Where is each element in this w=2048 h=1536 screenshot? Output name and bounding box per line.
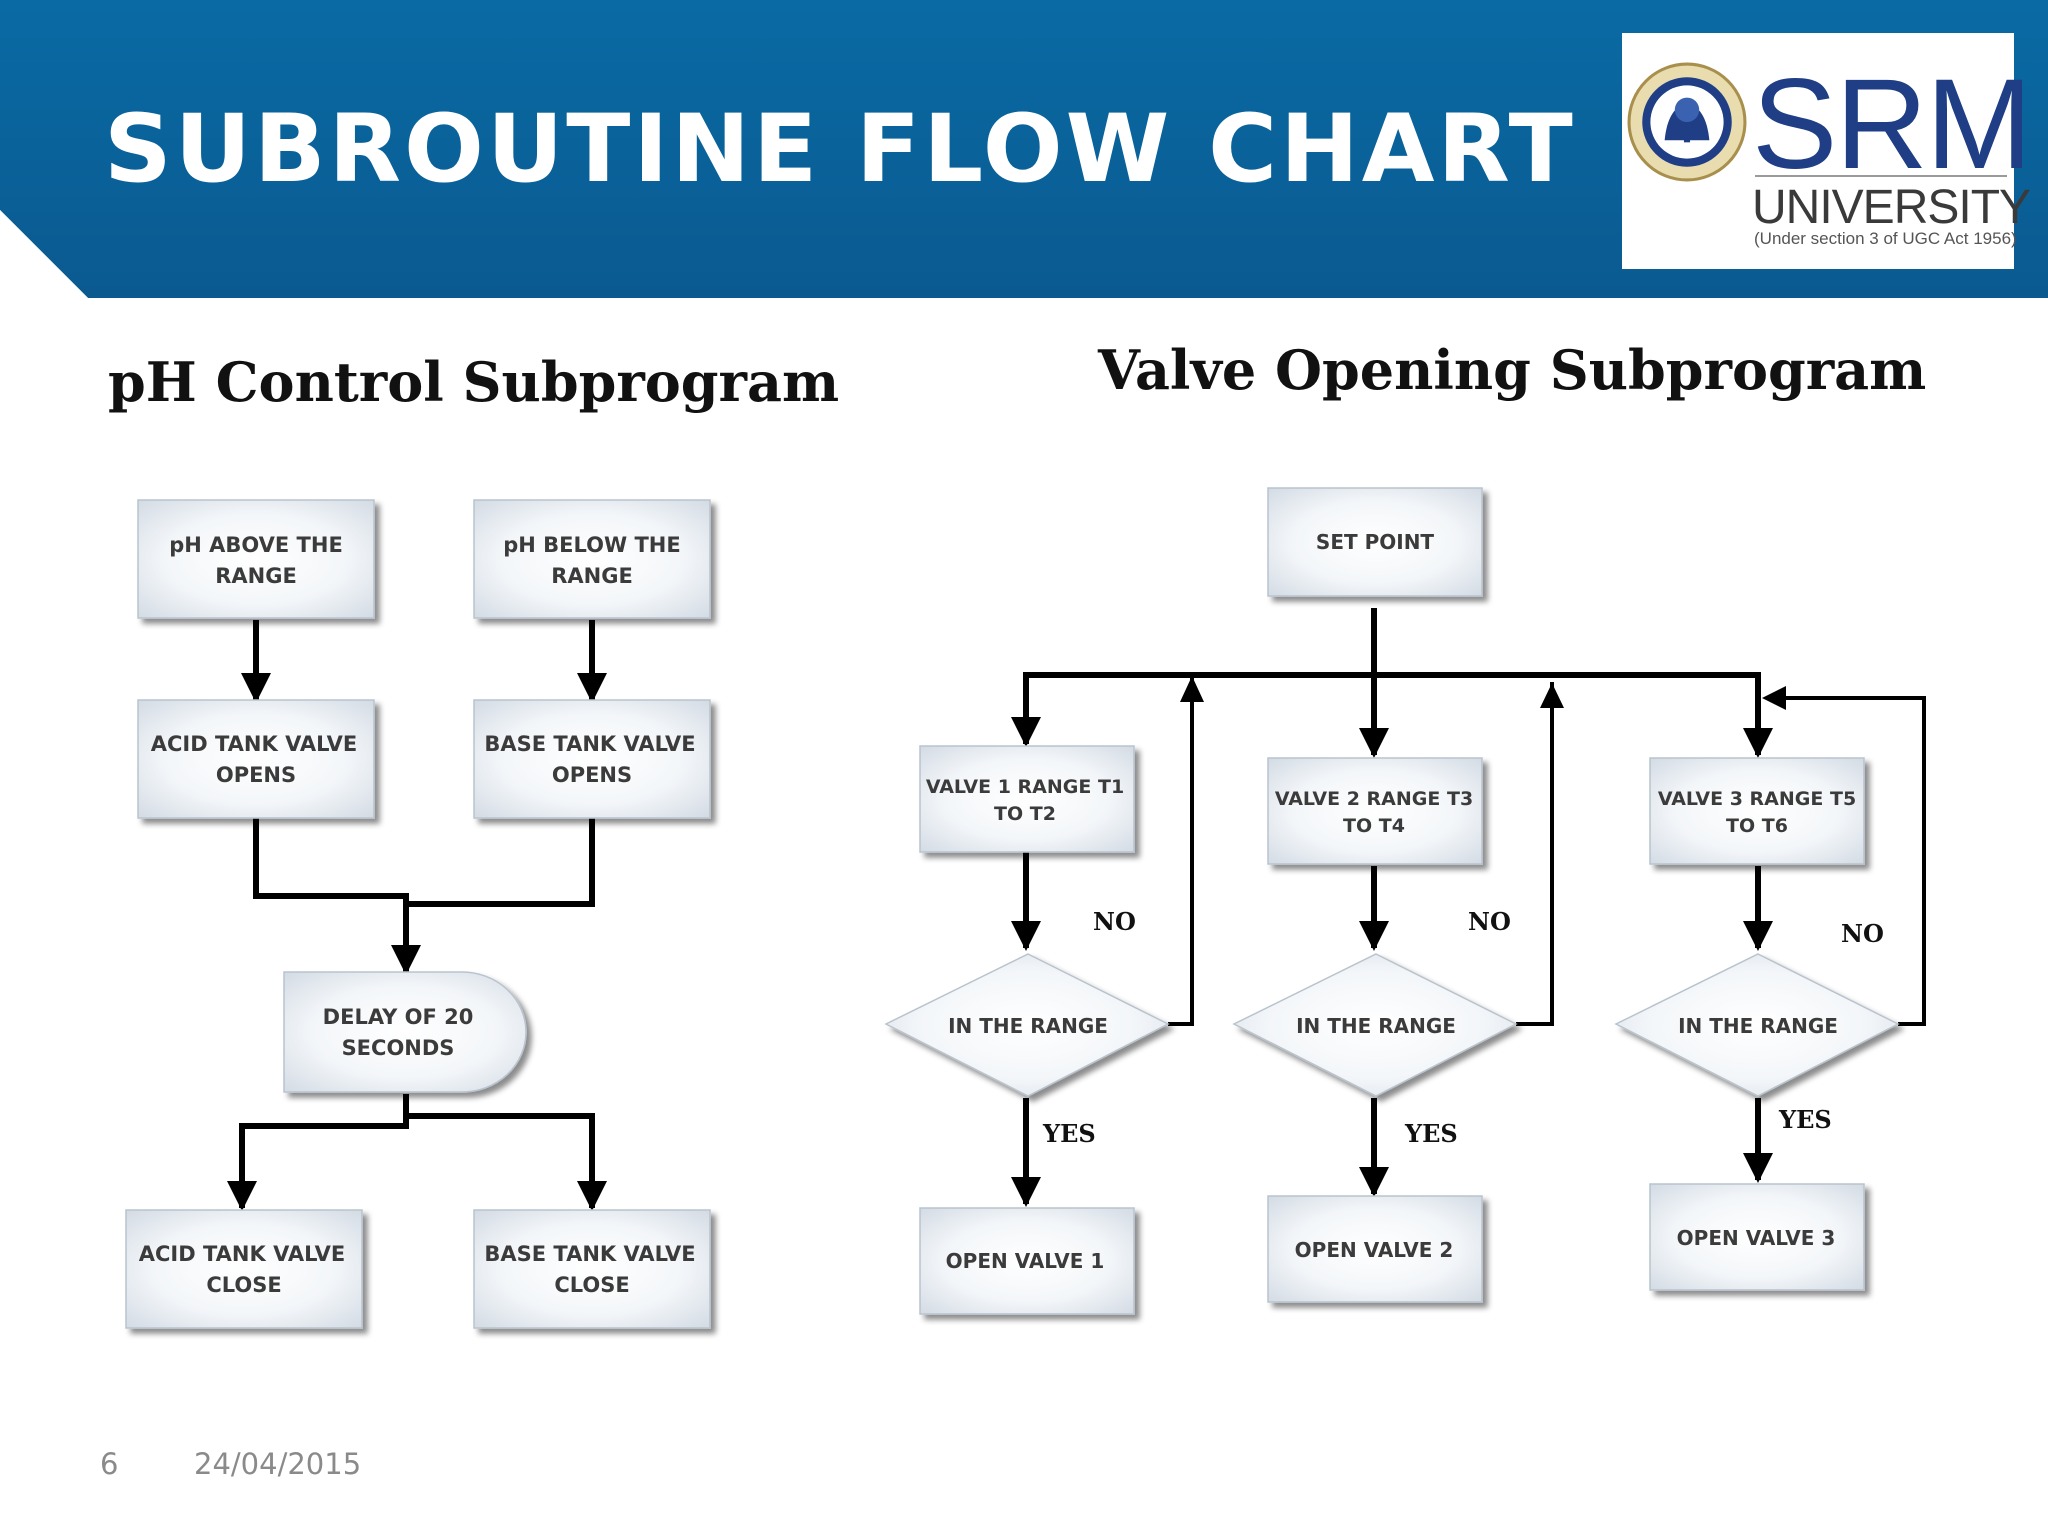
node-open-valve-2-label: OPEN VALVE 2 (1295, 1238, 1454, 1262)
node-acid-close-line1: ACID TANK VALVE (139, 1242, 346, 1266)
label-no-1: NO (1093, 907, 1136, 936)
node-open-valve-3: OPEN VALVE 3 (1649, 1183, 1865, 1291)
logo-subtitle: (Under section 3 of UGC Act 1956) (1754, 229, 2017, 248)
node-acid-open-line2: OPENS (216, 763, 296, 787)
node-set-point-label: SET POINT (1316, 530, 1435, 554)
node-base-close: BASE TANK VALVE CLOSE (473, 1209, 711, 1329)
node-v2-range-line1: VALVE 2 RANGE T3 (1275, 788, 1473, 810)
edge-base-open-to-delay (406, 818, 595, 907)
node-acid-close-line2: CLOSE (206, 1273, 281, 1297)
edge-bus-to-v1-v3 (1023, 672, 1773, 758)
node-v1-range: VALVE 1 RANGE T1 TO T2 (919, 745, 1135, 853)
university-seal-icon (1627, 62, 1747, 182)
logo-university-text: UNIVERSITY (1752, 181, 2031, 234)
label-no-3: NO (1841, 919, 1884, 948)
decision-d1: IN THE RANGE (884, 953, 1170, 1097)
node-v3-range: VALVE 3 RANGE T5 TO T6 (1649, 757, 1865, 865)
edge-d2-no-return (1516, 682, 1554, 1026)
node-v3-range-line2: TO T6 (1726, 815, 1788, 837)
node-ph-above-line2: RANGE (215, 564, 297, 588)
node-v2-range: VALVE 2 RANGE T3 TO T4 (1267, 757, 1483, 865)
node-acid-open-line1: ACID TANK VALVE (151, 732, 358, 756)
node-open-valve-1-label: OPEN VALVE 1 (946, 1249, 1105, 1273)
node-v3-range-line1: VALVE 3 RANGE T5 (1658, 788, 1856, 810)
node-open-valve-2: OPEN VALVE 2 (1267, 1195, 1483, 1303)
edge-d1-no-return (1168, 675, 1194, 1026)
slide-title: SUBROUTINE FLOW CHART (104, 95, 1576, 204)
edge-d2-no-arrowhead (1540, 683, 1564, 708)
edge-d1-no-arrowhead (1180, 676, 1204, 702)
node-acid-close: ACID TANK VALVE CLOSE (125, 1209, 363, 1329)
edge-d3-no-arrowhead (1762, 686, 1786, 710)
valve-opening-connectors (1011, 608, 1926, 1207)
slide-date: 24/04/2015 (194, 1447, 362, 1481)
node-base-open-line2: OPENS (552, 763, 632, 787)
header-band (0, 0, 2048, 298)
label-yes-2: YES (1404, 1119, 1458, 1148)
node-set-point: SET POINT (1267, 487, 1483, 597)
node-v1-range-line1: VALVE 1 RANGE T1 (926, 776, 1124, 798)
node-acid-open: ACID TANK VALVE OPENS (137, 699, 375, 819)
node-ph-below-line2: RANGE (551, 564, 633, 588)
logo-divider (1755, 175, 2007, 177)
node-open-valve-3-label: OPEN VALVE 3 (1677, 1226, 1836, 1250)
node-open-valve-1: OPEN VALVE 1 (919, 1207, 1135, 1315)
node-ph-below-line1: pH BELOW THE (503, 533, 680, 557)
ph-control-connectors (227, 620, 607, 1211)
valve-opening-heading: Valve Opening Subprogram (1098, 338, 1927, 402)
node-base-close-line1: BASE TANK VALVE (484, 1242, 695, 1266)
slide-number: 6 (100, 1447, 119, 1481)
srm-university-logo: SRM UNIVERSITY (Under section 3 of UGC A… (1622, 33, 2032, 269)
node-ph-below: pH BELOW THE RANGE (473, 499, 711, 619)
node-v2-range-line2: TO T4 (1343, 815, 1405, 837)
ph-control-heading: pH Control Subprogram (108, 350, 840, 414)
label-yes-1: YES (1042, 1119, 1096, 1148)
node-base-open-line1: BASE TANK VALVE (484, 732, 695, 756)
edge-acid-open-to-delay (253, 818, 421, 975)
decision-d1-label: IN THE RANGE (948, 1014, 1108, 1038)
edge-d3-no-return (1780, 696, 1926, 1026)
node-delay: DELAY OF 20 SECONDS (283, 971, 527, 1093)
node-v1-range-line2: TO T2 (994, 803, 1056, 825)
node-ph-above-line1: pH ABOVE THE (169, 533, 343, 557)
node-base-open: BASE TANK VALVE OPENS (473, 699, 711, 819)
decision-d3: IN THE RANGE (1614, 953, 1900, 1097)
logo-srm-wordmark: SRM (1752, 53, 2032, 196)
decision-d3-label: IN THE RANGE (1678, 1014, 1838, 1038)
node-delay-line2: SECONDS (342, 1036, 455, 1060)
label-no-2: NO (1468, 907, 1511, 936)
node-delay-line1: DELAY OF 20 (323, 1005, 474, 1029)
node-base-close-line2: CLOSE (554, 1273, 629, 1297)
decision-d2: IN THE RANGE (1232, 953, 1518, 1097)
edge-delay-to-acid-close (227, 1094, 409, 1211)
decision-d2-label: IN THE RANGE (1296, 1014, 1456, 1038)
label-yes-3: YES (1778, 1105, 1832, 1134)
edge-delay-to-base-close (406, 1113, 607, 1211)
node-ph-above: pH ABOVE THE RANGE (137, 499, 375, 619)
